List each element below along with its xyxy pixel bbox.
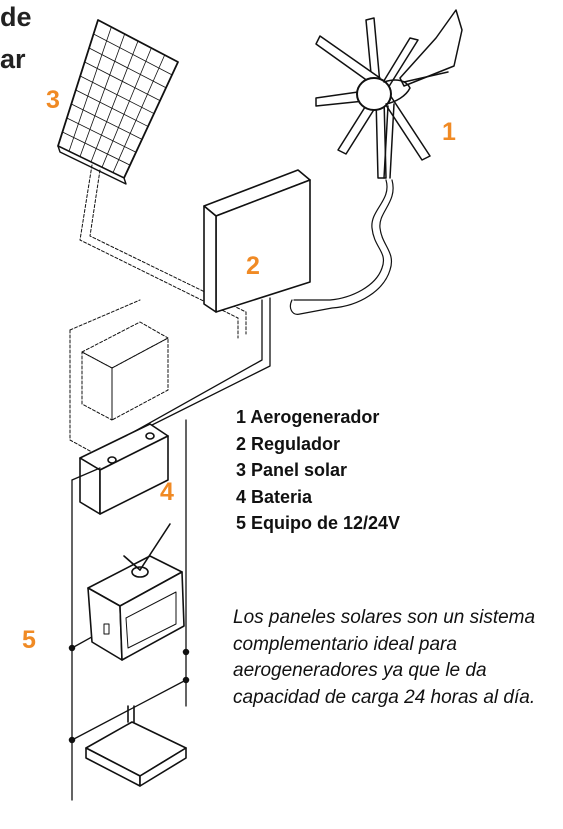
legend-item-regulador: 2 Regulador [236, 433, 341, 454]
marker-1: 1 [442, 118, 456, 146]
battery [79, 423, 169, 515]
panel-cell-line [112, 54, 166, 174]
scale-device [85, 705, 187, 787]
title-fragment-bottom: ar [0, 44, 26, 74]
legend-item-panel-solar: 3 Panel solar [236, 460, 348, 480]
legend-item-aerogenerador: 1 Aerogenerador [236, 407, 380, 427]
note-text: Los paneles solares son un sistema compl… [233, 607, 536, 708]
marker-5: 5 [22, 626, 36, 654]
wind-cable [289, 179, 394, 315]
marker-4: 4 [160, 478, 174, 506]
title-fragment-top: de [0, 2, 32, 32]
panel-cell-line [101, 47, 152, 168]
legend-item-equipo: 5 Equipo de 12/24V [236, 513, 401, 533]
panel-cell-line [68, 26, 112, 152]
legend-item-bateria: 4 Bateria [236, 486, 313, 507]
solar-panel [57, 19, 179, 185]
regulator-box [203, 169, 311, 313]
marker-3: 3 [46, 86, 60, 114]
panel-cell-line [79, 33, 126, 158]
television [87, 523, 185, 661]
panel-cell-line [90, 40, 139, 163]
solar-cable [79, 164, 247, 339]
equipment-wiring [68, 419, 190, 801]
wind-turbine [315, 9, 463, 179]
legend: 1 Aerogenerador 2 Regulador 3 Panel sola… [236, 404, 400, 537]
marker-2: 2 [246, 252, 260, 280]
